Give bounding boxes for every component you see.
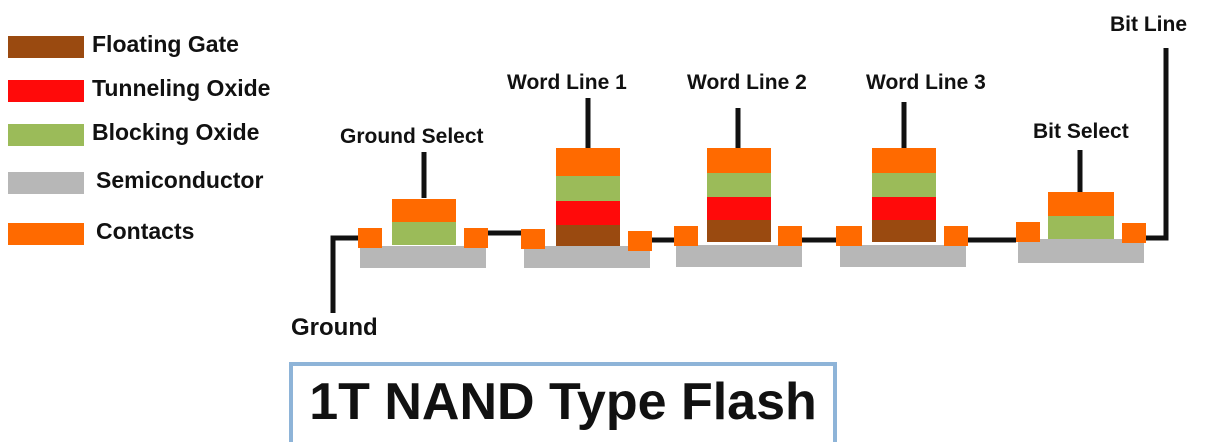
semiconductor-substrate [524,246,650,268]
word-line-1-label: Word Line 1 [507,71,627,94]
memory-cell-3 [836,148,968,267]
wires [330,48,1169,313]
floating-gate-swatch [8,36,84,58]
drain-contact [1122,223,1146,243]
control-gate-contact [707,148,771,173]
semiconductor-substrate [676,245,802,267]
memory-cell-1 [521,148,652,268]
semiconductor-swatch [8,172,84,194]
legend-label: Semiconductor [96,167,264,193]
legend-label: Blocking Oxide [92,119,260,145]
ground-wire [330,235,358,313]
contacts-swatch [8,223,84,245]
source-contact [1016,222,1040,242]
floating-gate-layer [556,224,620,246]
word-line-3-label: Word Line 3 [866,71,986,94]
semiconductor-substrate [360,246,486,268]
bit-line-label: Bit Line [1110,13,1187,36]
control-gate-contact [872,148,936,173]
tunneling-oxide-layer [556,201,620,225]
blocking-oxide-swatch [8,124,84,146]
gate-contact [392,199,456,222]
gate-contact [1048,192,1114,216]
control-gate-contact [556,148,620,176]
floating-gate-layer [872,220,936,242]
tunneling-oxide-swatch [8,80,84,102]
legend-label: Contacts [96,218,195,244]
blocking-oxide-layer [1048,216,1114,239]
ground-select-transistor [358,199,488,268]
blocking-oxide-layer [707,172,771,197]
drain-contact [778,226,802,246]
legend-label: Tunneling Oxide [92,75,271,101]
drain-contact [464,228,488,248]
tunneling-oxide-layer [707,196,771,220]
drain-contact [944,226,968,246]
memory-cell-2 [674,148,802,267]
bit-select-transistor [1016,192,1146,263]
legend-label: Floating Gate [92,31,239,57]
source-contact [674,226,698,246]
ground-label: Ground [291,314,378,341]
drain-contact [628,231,652,251]
ground-select-label: Ground Select [340,125,484,148]
blocking-oxide-layer [556,176,620,201]
title-box: 1T NAND Type Flash [289,362,837,442]
semiconductor-substrate [840,245,966,267]
source-contact [836,226,862,246]
word-line-2-label: Word Line 2 [687,71,807,94]
diagram-title: 1T NAND Type Flash [309,373,817,431]
blocking-oxide-layer [872,172,936,197]
bit-line-wire [1146,48,1169,241]
bit-select-label: Bit Select [1033,120,1129,143]
floating-gate-layer [707,220,771,242]
blocking-oxide-layer [392,221,456,245]
tunneling-oxide-layer [872,196,936,220]
source-contact [358,228,382,248]
source-contact [521,229,545,249]
